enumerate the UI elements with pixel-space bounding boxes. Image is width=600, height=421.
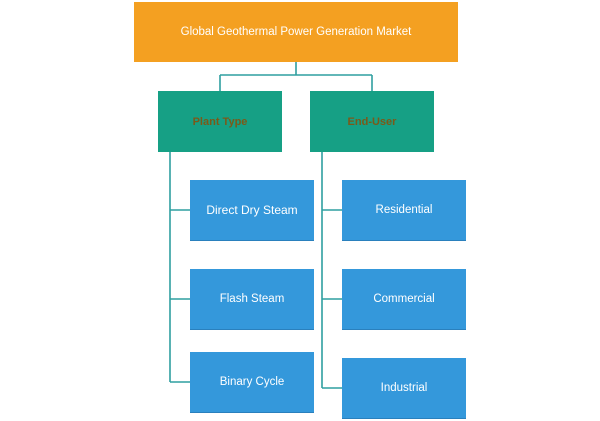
category-plant-type: Plant Type [158, 91, 282, 152]
leaf-binary-cycle: Binary Cycle [190, 352, 314, 413]
category-end-user: End-User [310, 91, 434, 152]
root-node-label: Global Geothermal Power Generation Marke… [180, 26, 412, 38]
leaf-label: Binary Cycle [219, 376, 285, 388]
leaf-label: Industrial [380, 382, 428, 394]
leaf-label: Direct Dry Steam [206, 203, 298, 217]
leaf-label: Flash Steam [219, 293, 285, 305]
leaf-residential: Residential [342, 180, 466, 241]
category-label: Plant Type [192, 115, 248, 128]
category-label: End-User [347, 115, 397, 128]
root-node: Global Geothermal Power Generation Marke… [134, 2, 458, 62]
leaf-direct-dry-steam: Direct Dry Steam [190, 180, 314, 241]
leaf-flash-steam: Flash Steam [190, 269, 314, 330]
leaf-label: Commercial [373, 293, 435, 305]
leaf-industrial: Industrial [342, 358, 466, 419]
leaf-commercial: Commercial [342, 269, 466, 330]
leaf-label: Residential [375, 204, 433, 216]
